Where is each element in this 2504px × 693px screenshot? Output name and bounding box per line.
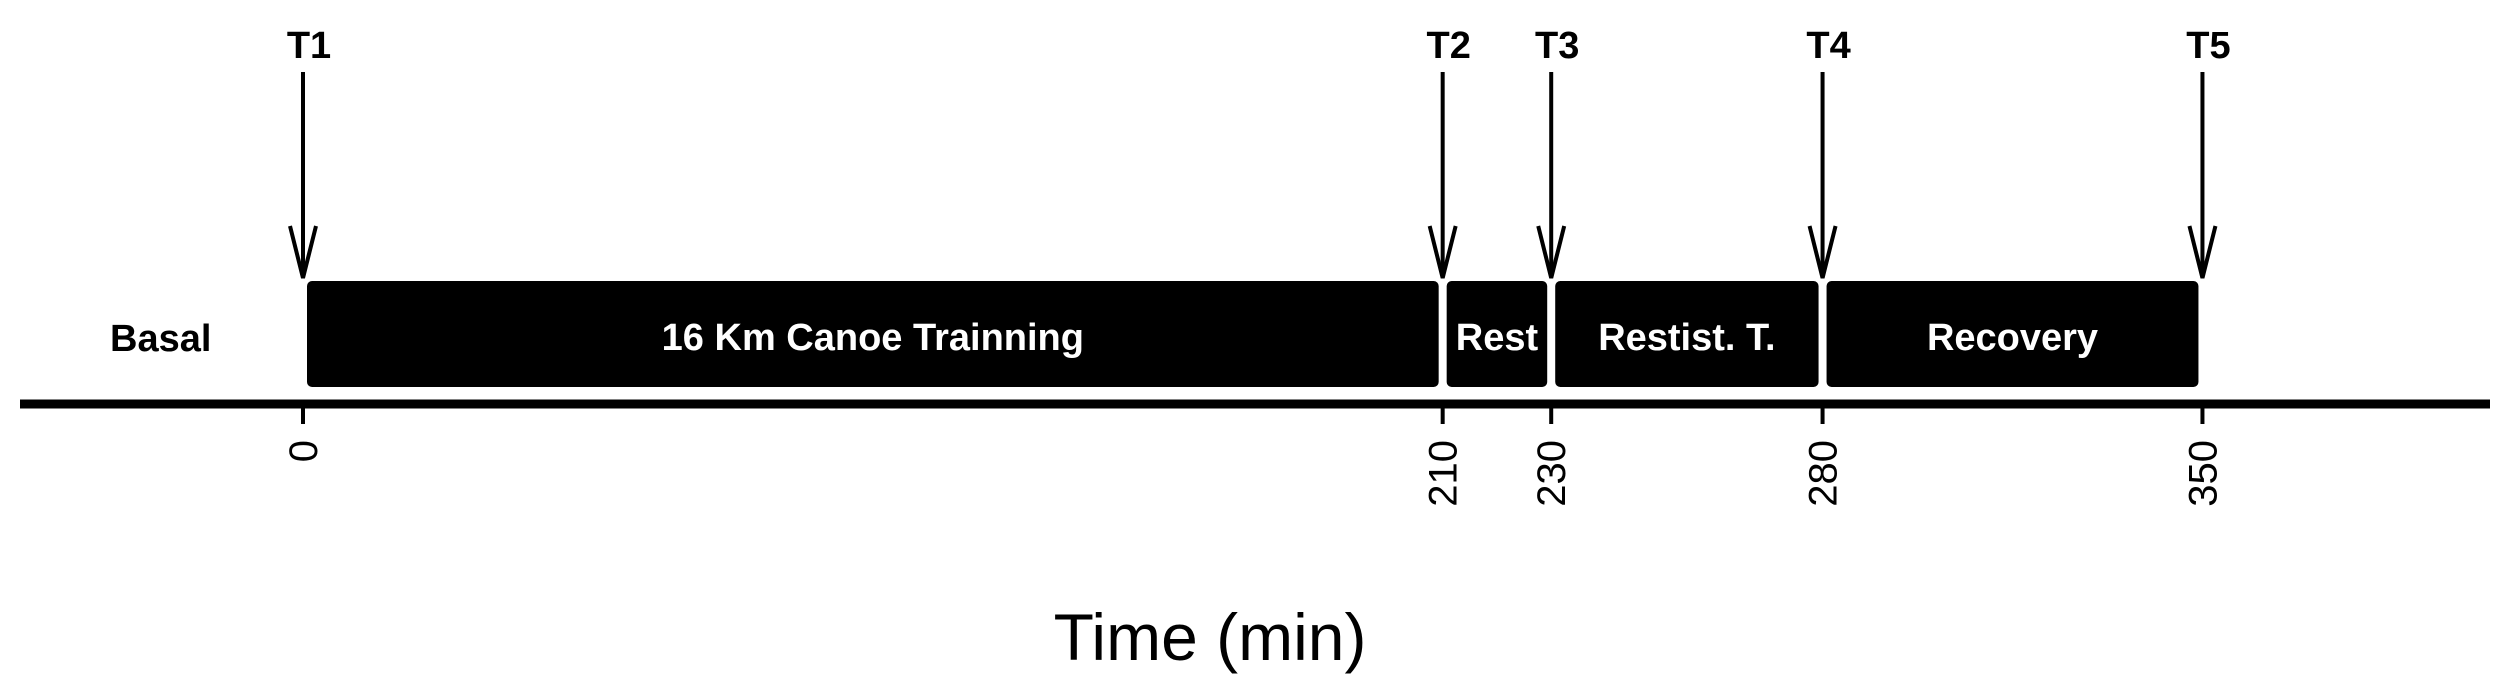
marker-label: T2 bbox=[1426, 25, 1470, 67]
time-markers: T1 T2 T3 T4 T5 bbox=[287, 25, 2231, 279]
time-ticks: 0 210 230 280 350 bbox=[282, 404, 2225, 507]
phase-block: Rest bbox=[1446, 281, 1548, 387]
tick-label: 0 bbox=[282, 440, 326, 462]
marker-arrow-head bbox=[1427, 225, 1458, 279]
time-marker: T5 bbox=[2186, 25, 2231, 279]
phase-label: Restist. T. bbox=[1598, 317, 1775, 359]
tick-label: 230 bbox=[1530, 440, 1574, 507]
tick-label: 210 bbox=[1422, 440, 1466, 507]
marker-arrow-head bbox=[1807, 225, 1838, 279]
phase-blocks: 16 Km Canoe Trainning Rest Restist. T. Reco… bbox=[307, 281, 2199, 387]
phase-label: 16 Km Canoe Trainning bbox=[662, 317, 1084, 359]
axis-tick: 230 bbox=[1530, 404, 1574, 507]
tick-label: 350 bbox=[2181, 440, 2225, 507]
time-marker: T2 bbox=[1426, 25, 1471, 279]
marker-arrow-head bbox=[2187, 225, 2218, 279]
axis-tick: 0 bbox=[282, 404, 326, 462]
phase-bar bbox=[1826, 281, 2199, 387]
phase-block: Recovery bbox=[1826, 281, 2199, 387]
phase-block: Restist. T. bbox=[1555, 281, 1819, 387]
marker-label: T5 bbox=[2186, 25, 2230, 67]
time-marker: T3 bbox=[1535, 25, 1579, 279]
phase-block: 16 Km Canoe Trainning bbox=[307, 281, 1439, 387]
phase-bar bbox=[1446, 281, 1548, 387]
axis-tick: 210 bbox=[1422, 404, 1466, 507]
marker-label: T1 bbox=[287, 25, 331, 67]
marker-label: T4 bbox=[1806, 25, 1850, 67]
phase-label: Rest bbox=[1456, 317, 1539, 359]
marker-label: T3 bbox=[1535, 25, 1579, 67]
axis-tick: 280 bbox=[1802, 404, 1846, 507]
phase-label: Recovery bbox=[1927, 317, 2098, 359]
tick-label: 280 bbox=[1802, 440, 1846, 507]
phase-bar bbox=[1555, 281, 1819, 387]
marker-arrow-head bbox=[288, 225, 318, 279]
phase-bar bbox=[307, 281, 1439, 387]
axis-title: Time (min) bbox=[1054, 600, 1367, 674]
time-marker: T1 bbox=[287, 25, 331, 279]
axis-tick: 350 bbox=[2181, 404, 2225, 507]
marker-arrow-head bbox=[1536, 225, 1567, 279]
time-marker: T4 bbox=[1806, 25, 1851, 279]
basal-label: Basal bbox=[110, 318, 211, 360]
